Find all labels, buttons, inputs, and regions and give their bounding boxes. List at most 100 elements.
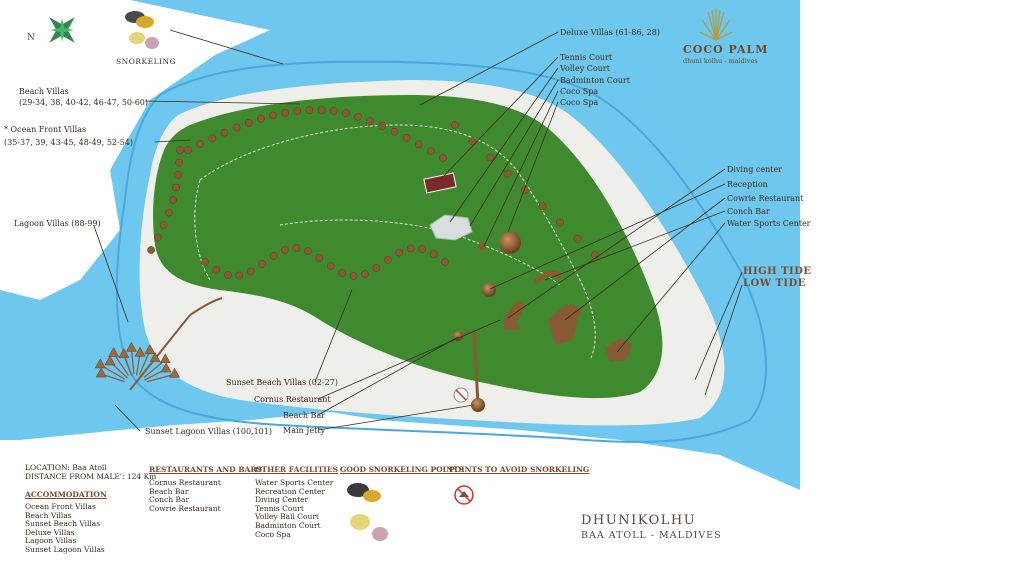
villa-marker bbox=[556, 218, 564, 227]
leader-line bbox=[489, 183, 726, 290]
villa-marker bbox=[573, 234, 582, 243]
leader-line bbox=[419, 31, 559, 106]
leader-line bbox=[317, 404, 475, 431]
label-deluxe-villas: Deluxe Villas (61-86, 28) bbox=[560, 28, 660, 37]
cornus-building bbox=[504, 300, 526, 330]
label-sunset-lagoon-villas: Sunset Lagoon Villas (100,101) bbox=[145, 427, 272, 436]
villa-marker bbox=[486, 153, 494, 162]
lagoon-villas-group bbox=[129, 297, 223, 391]
villa-marker bbox=[281, 246, 289, 254]
villa-marker bbox=[172, 183, 180, 192]
legend-accommodation-list: Ocean Front Villas Beach Villas Sunset B… bbox=[25, 502, 105, 555]
label-coco-spa-1: Coco Spa bbox=[560, 87, 599, 96]
leader-line bbox=[507, 101, 559, 233]
villa-marker bbox=[402, 133, 411, 142]
cowrie-building bbox=[548, 304, 582, 345]
lagoon-villa-marker bbox=[108, 346, 120, 357]
villa-marker bbox=[354, 112, 362, 121]
villa-marker bbox=[208, 134, 217, 143]
avoid-marker-slash bbox=[455, 389, 467, 401]
lagoon-villa-walkway bbox=[138, 350, 151, 375]
villa-marker bbox=[269, 111, 277, 120]
villa-marker bbox=[451, 121, 459, 129]
legend-item: Sunset Lagoon Villas bbox=[25, 544, 105, 554]
leader-line bbox=[449, 67, 559, 223]
coco-palm-logo bbox=[699, 8, 733, 41]
location-line: LOCATION: Baa Atoll bbox=[25, 463, 107, 472]
island-subtitle: BAA ATOLL - MALDIVES bbox=[581, 530, 722, 541]
villa-marker bbox=[468, 137, 477, 146]
lagoon-villa-marker bbox=[125, 341, 137, 352]
villa-marker bbox=[326, 262, 335, 270]
tide-lines bbox=[694, 271, 743, 396]
villa-marker bbox=[293, 107, 302, 115]
lagoon-villa-marker bbox=[144, 344, 156, 354]
villa-marker bbox=[269, 252, 278, 260]
island-path bbox=[194, 124, 596, 361]
villa-marker bbox=[246, 267, 255, 276]
label-badminton-court: Badminton Court bbox=[560, 76, 630, 85]
villa-marker bbox=[184, 146, 192, 154]
label-beach-bar: Beach Bar bbox=[283, 411, 326, 420]
label-lagoon-villas: Lagoon Villas (88-99) bbox=[14, 219, 101, 228]
villa-marker bbox=[338, 269, 346, 277]
avoid-snorkeling-icon bbox=[454, 485, 474, 505]
villa-marker bbox=[329, 107, 338, 115]
label-water-sports-center: Water Sports Center bbox=[727, 219, 811, 228]
villa-marker bbox=[304, 247, 312, 255]
high-tide-label: HIGH TIDE bbox=[743, 266, 812, 277]
label-main-jetty: Main Jetty bbox=[283, 426, 326, 435]
villa-marker bbox=[235, 271, 244, 280]
spa-dome bbox=[499, 232, 521, 254]
leader-line bbox=[114, 404, 141, 432]
brand-subtitle: dhuni kolhu - maldives bbox=[683, 57, 758, 65]
snorkeling-label: SNORKELING bbox=[116, 57, 177, 66]
spa-small bbox=[478, 242, 486, 250]
recreation-area bbox=[429, 214, 473, 241]
lagoon-villa-walkway bbox=[130, 348, 135, 375]
villa-marker bbox=[147, 246, 155, 254]
villa-marker bbox=[414, 140, 423, 149]
leader-line bbox=[483, 90, 559, 247]
leader-line bbox=[154, 139, 191, 143]
villa-marker bbox=[174, 171, 182, 179]
label-diving-center: Diving center bbox=[727, 165, 783, 174]
villa-marker bbox=[169, 196, 177, 204]
label-coco-spa-2: Coco Spa bbox=[560, 98, 599, 107]
villa-marker bbox=[591, 251, 599, 259]
villa-marker bbox=[292, 244, 301, 252]
legend-item: Beach Bar bbox=[149, 486, 189, 496]
legend-item: Sunset Beach Villas bbox=[25, 519, 101, 529]
lagoon-villa-marker bbox=[149, 351, 161, 362]
brand-name: COCO PALM bbox=[683, 43, 769, 56]
lagoon-villa-walkway bbox=[123, 354, 133, 377]
villa-marker bbox=[201, 258, 209, 266]
legend-good-snorkeling-title: GOOD SNORKELING POINTS bbox=[340, 465, 465, 474]
leader-line bbox=[544, 210, 726, 281]
villa-marker bbox=[342, 109, 350, 117]
villa-marker bbox=[418, 245, 426, 253]
compass-icon bbox=[49, 17, 75, 43]
good-snorkeling-fish-icon bbox=[347, 483, 388, 541]
villa-marker bbox=[196, 140, 204, 148]
lagoon-villa-walkway bbox=[135, 353, 141, 376]
villa-marker bbox=[165, 208, 173, 217]
label-conch-bar: Conch Bar bbox=[727, 207, 770, 216]
label-beach-villas-numbers: (29-34, 38, 40-42, 46-47, 50-60) bbox=[19, 98, 149, 107]
lagoon-villa-marker bbox=[95, 367, 107, 378]
reef-edge bbox=[115, 60, 767, 443]
leader-line bbox=[317, 336, 459, 416]
villa-marker bbox=[220, 128, 229, 137]
label-cowrie-restaurant: Cowrie Restaurant bbox=[727, 194, 804, 203]
legend-facilities-list: Water Sports Center Recreation Center Di… bbox=[255, 478, 333, 539]
villa-marker bbox=[538, 202, 547, 211]
villa-marker bbox=[315, 254, 324, 262]
snorkeling-fish-icon bbox=[125, 11, 159, 49]
legend-facilities-title: OTHER FACILITIES bbox=[255, 465, 338, 474]
legend-restaurants-title: RESTAURANTS AND BARS bbox=[149, 465, 263, 474]
legend-item: Coco Spa bbox=[255, 529, 291, 539]
label-tennis-court: Tennis Court bbox=[560, 53, 613, 62]
label-sunset-beach-villas: Sunset Beach Villas (02-27) bbox=[226, 378, 338, 387]
